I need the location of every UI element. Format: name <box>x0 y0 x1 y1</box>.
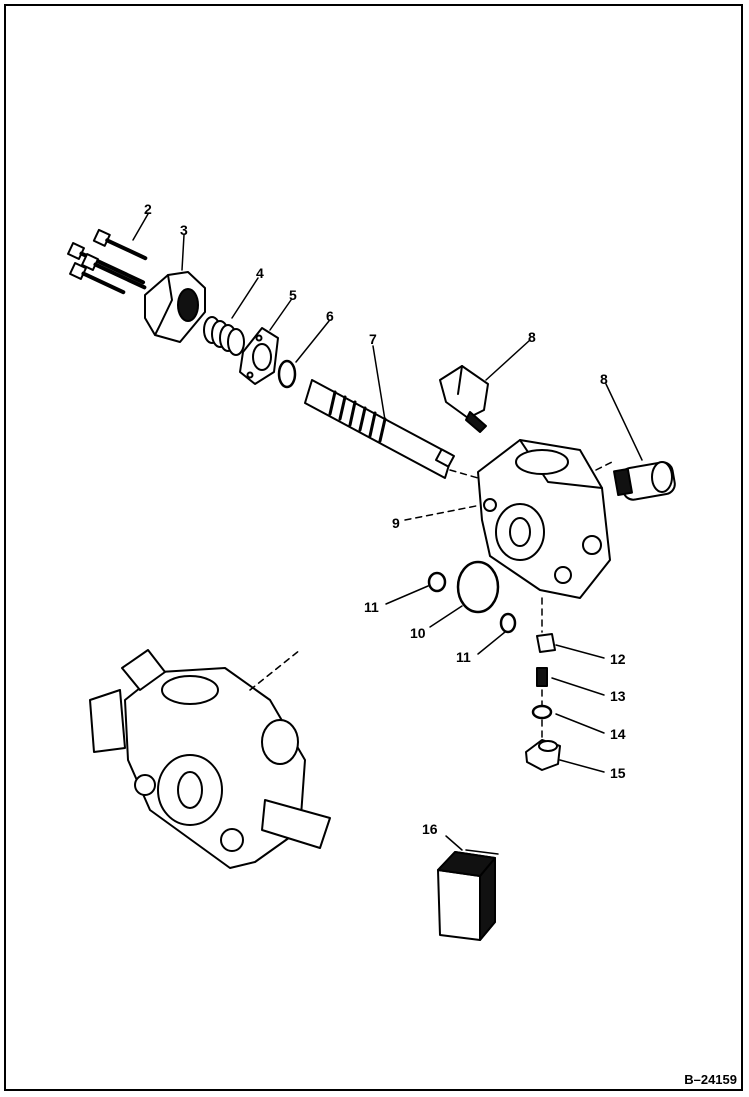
leader-lines <box>132 213 643 855</box>
figure-id-label: B–24159 <box>684 1072 737 1087</box>
callout-8a: 8 <box>528 329 536 345</box>
o-ring-icon <box>499 612 517 634</box>
callout-8b: 8 <box>600 371 608 387</box>
callout-15: 15 <box>610 765 626 781</box>
callout-14: 14 <box>610 726 626 742</box>
relief-valve-cartridge-icon <box>613 461 676 501</box>
assembled-valve-icon <box>89 649 331 869</box>
flange-plate-icon <box>239 327 279 385</box>
callout-2: 2 <box>144 201 152 217</box>
o-ring-icon <box>531 704 553 720</box>
alignment-lines <box>249 461 613 741</box>
valve-section-icon <box>477 439 611 599</box>
o-ring-icon <box>277 359 297 389</box>
poppet-icon <box>536 633 556 653</box>
callout-11b: 11 <box>456 649 471 665</box>
callout-11a: 11 <box>364 599 379 615</box>
callout-4: 4 <box>256 265 264 281</box>
plug-icon <box>525 739 561 771</box>
callout-16: 16 <box>422 821 438 837</box>
diagram-frame <box>4 4 743 1091</box>
callout-7: 7 <box>369 331 377 347</box>
callout-6: 6 <box>326 308 334 324</box>
screws-icon <box>67 228 148 295</box>
spring-cap-icon <box>144 271 206 343</box>
spring-icon <box>203 316 245 356</box>
o-ring-icon <box>427 571 447 593</box>
callout-13: 13 <box>610 688 626 704</box>
callout-12: 12 <box>610 651 626 667</box>
spool-icon <box>304 379 455 479</box>
spring-icon <box>536 667 548 687</box>
o-ring-icon <box>456 560 500 614</box>
callout-labels: 2 3 4 5 6 7 8 8 9 10 11 11 12 13 14 15 1… <box>144 201 626 837</box>
callout-3: 3 <box>180 222 188 238</box>
callout-5: 5 <box>289 287 297 303</box>
callout-9: 9 <box>392 515 400 531</box>
relief-valve-cartridge-icon <box>439 365 489 433</box>
seal-kit-icon <box>437 851 496 941</box>
callout-10: 10 <box>410 625 426 641</box>
